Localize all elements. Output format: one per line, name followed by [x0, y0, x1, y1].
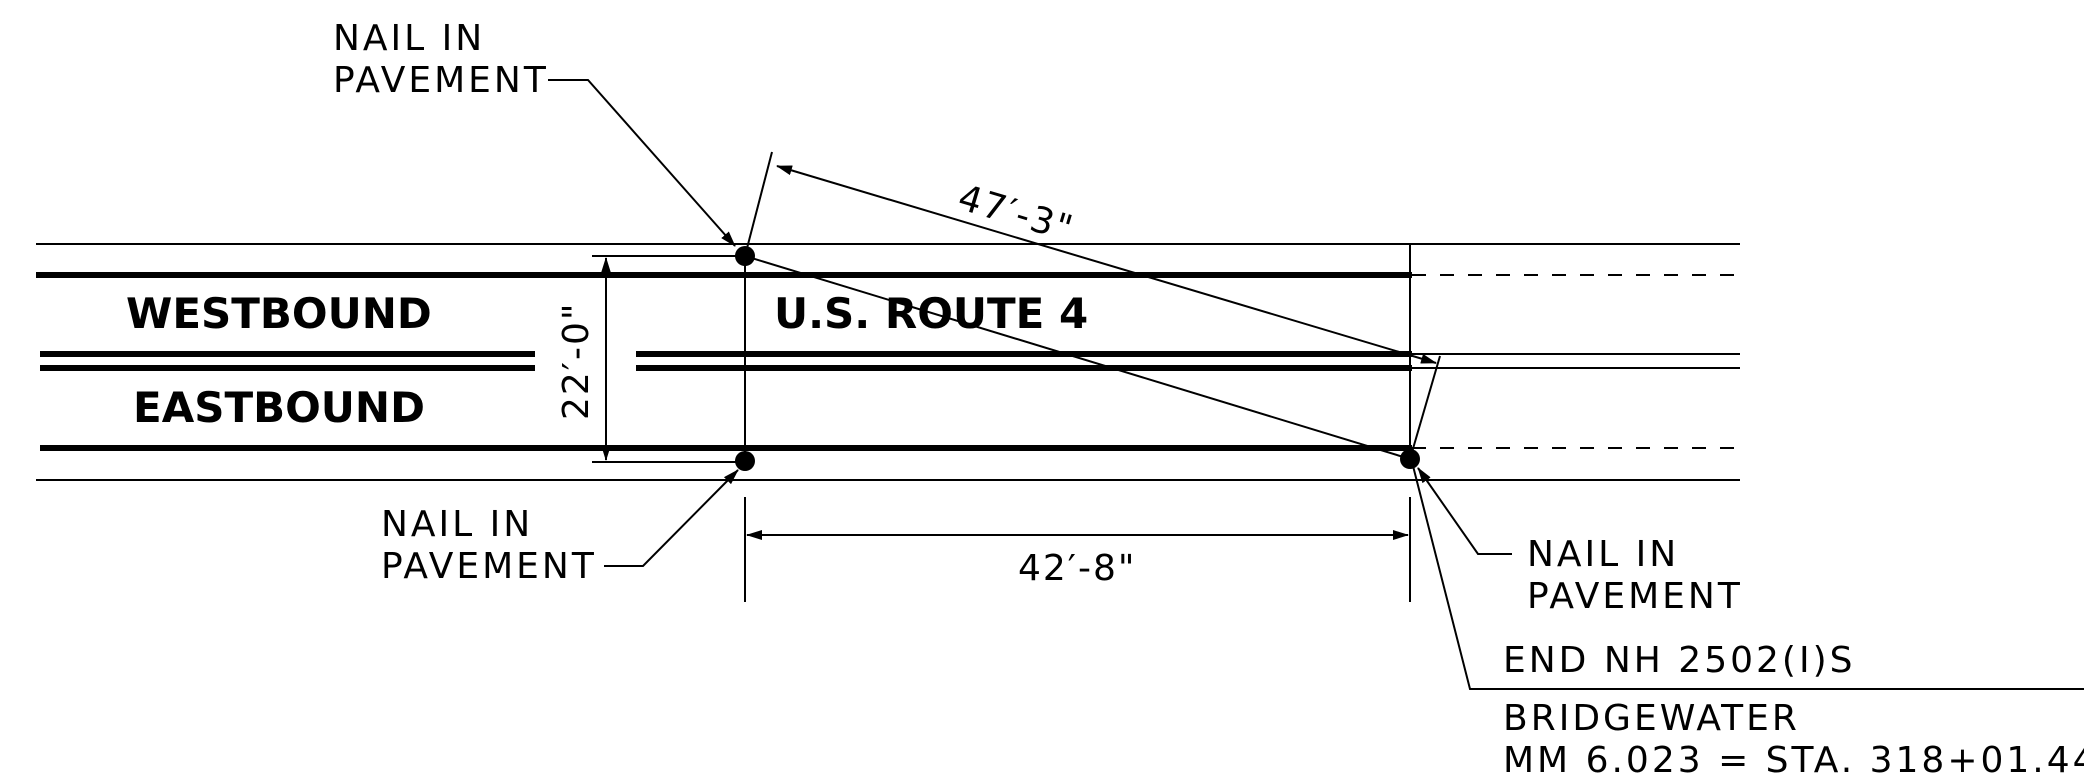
eastbound-label: EASTBOUND: [133, 383, 425, 432]
leader-bottom-left-nail: [604, 469, 739, 567]
leader-project-end: [1411, 461, 2084, 690]
project-end-label: END NH 2502(I)S: [1503, 640, 1855, 681]
length-dimension-label: 42′-8": [1018, 548, 1136, 589]
diagonal-dimension-label: 47′-3": [953, 177, 1078, 250]
diagonal-extension-bottom: [1409, 355, 1441, 460]
nail-point-bottom-left: [735, 451, 755, 471]
nail-bottom-left-label: NAIL IN PAVEMENT: [381, 504, 597, 587]
nail-bottom-right-label: NAIL IN PAVEMENT: [1527, 534, 1743, 617]
leader-top-nail: [548, 79, 736, 247]
diagonal-dimension-line: [776, 165, 1437, 364]
town-label: BRIDGEWATER: [1503, 698, 1800, 739]
leader-bottom-right-nail: [1417, 467, 1512, 555]
route-label: U.S. ROUTE 4: [774, 289, 1088, 338]
nail-top-label: NAIL IN PAVEMENT: [333, 18, 549, 101]
milemarker-station-label: MM 6.023 = STA. 318+01.44: [1503, 740, 2084, 781]
width-dimension-label: 22′-0": [556, 302, 597, 420]
westbound-label: WESTBOUND: [126, 289, 432, 338]
nail-point-top-left: [735, 246, 755, 266]
nail-point-bottom-right: [1400, 449, 1420, 469]
diagonal-tie-line: [744, 255, 1411, 460]
diagonal-extension-top: [744, 151, 773, 257]
